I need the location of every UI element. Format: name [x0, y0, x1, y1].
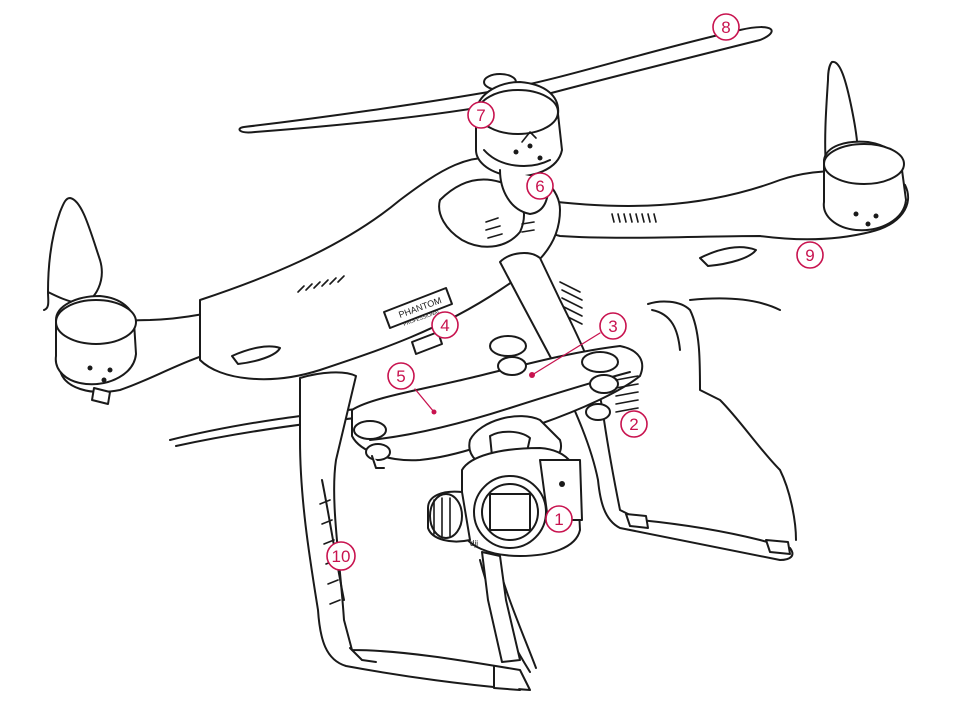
leader-lines — [414, 332, 601, 413]
callout-3-label: 3 — [608, 317, 617, 336]
callout-5-label: 5 — [396, 367, 405, 386]
callout-10: 10 — [326, 541, 356, 571]
gimbal-mount — [351, 335, 644, 469]
callout-3: 3 — [599, 312, 627, 340]
callout-10-label: 10 — [332, 547, 351, 566]
callout-2-label: 2 — [629, 415, 638, 434]
callout-5: 5 — [387, 362, 415, 390]
callout-7-label: 7 — [476, 106, 485, 125]
callout-8-label: 8 — [721, 18, 730, 37]
callout-8: 8 — [712, 13, 740, 41]
aircraft-body: PHANTOM PROFESSIONAL — [59, 156, 910, 393]
callout-6-label: 6 — [535, 177, 544, 196]
callout-9: 9 — [796, 241, 824, 269]
landing-gear-right — [499, 252, 797, 561]
left-motor — [54, 295, 137, 405]
callout-2: 2 — [620, 410, 648, 438]
callout-1: 1 — [545, 505, 573, 533]
callout-markers: 1 2 3 4 5 6 7 8 — [326, 13, 824, 571]
right-motor — [822, 140, 907, 232]
callout-6: 6 — [526, 172, 554, 200]
callout-4: 4 — [431, 311, 459, 339]
callout-7: 7 — [467, 101, 495, 129]
callout-4-label: 4 — [440, 316, 449, 335]
leader-line-5 — [414, 388, 435, 413]
gimbal-camera: dji — [427, 415, 583, 663]
camera-logo-text: dji — [470, 539, 478, 548]
callout-1-label: 1 — [554, 510, 563, 529]
callout-9-label: 9 — [805, 246, 814, 265]
leader-line-3 — [531, 332, 601, 376]
